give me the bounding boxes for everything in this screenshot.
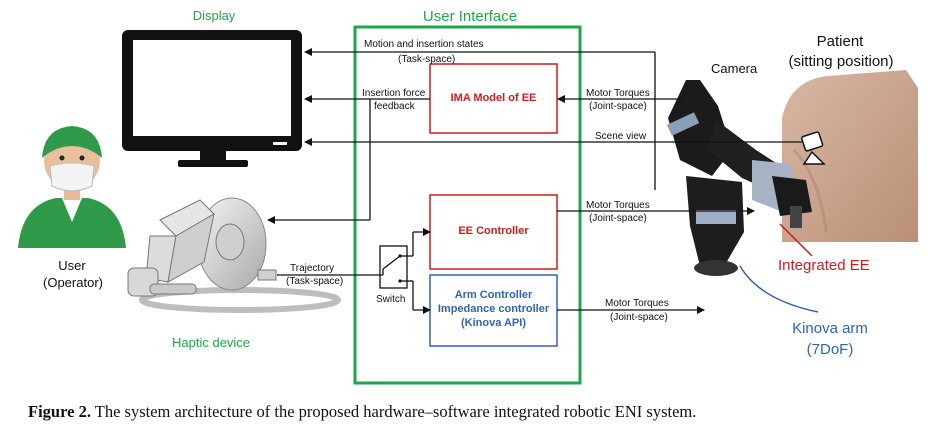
haptic-device-icon — [127, 197, 341, 313]
integrated-ee-label: Integrated EE — [778, 257, 870, 274]
signal-lines — [267, 48, 802, 314]
kinova-arm-label: Kinova arm — [792, 320, 868, 337]
integrated-ee-pointer — [779, 223, 813, 257]
patient-torso-image — [782, 70, 918, 242]
user-interface-label: User Interface — [422, 8, 518, 25]
camera-label: Camera — [711, 61, 758, 76]
switch-box — [379, 245, 408, 289]
user-role-label: (Operator) — [43, 275, 103, 290]
ee-controller-text: EE Controller — [458, 225, 529, 237]
ee-controller-block — [429, 194, 558, 270]
kinova-arm-image — [666, 80, 812, 276]
operator-avatar-icon — [18, 126, 126, 248]
display-label: Display — [192, 8, 236, 23]
trajectory-text: Trajectory — [290, 263, 335, 274]
arm-controller-line3: (Kinova API) — [461, 317, 526, 329]
display-monitor-icon — [122, 30, 302, 167]
user-label: User — [58, 258, 86, 273]
scene-view-text: Scene view — [595, 131, 647, 142]
motor-torques-ee-space-text: (Joint-space) — [589, 213, 647, 224]
switch-label: Switch — [376, 294, 406, 305]
caption-prefix: Figure 2. — [28, 402, 91, 421]
ima-model-text: IMA Model of EE — [450, 92, 537, 104]
ima-model-block — [429, 63, 558, 134]
arm-controller-line1: Arm Controller — [454, 289, 533, 301]
figure-caption: Figure 2. The system architecture of the… — [28, 402, 696, 422]
camera-icon — [801, 131, 826, 165]
motion-states-space-text: (Task-space) — [398, 54, 456, 65]
arm-controller-block — [429, 274, 558, 347]
insertion-force-text-2: feedback — [374, 101, 415, 112]
motor-torques-ee-text: Motor Torques — [586, 200, 650, 211]
motor-torques-ima-text: Motor Torques — [586, 88, 650, 99]
patient-position-label: (sitting position) — [788, 53, 894, 70]
user-interface-box — [353, 25, 582, 385]
trajectory-space-text: (Task-space) — [286, 276, 344, 287]
motor-torques-arm-space-text: (Joint-space) — [610, 312, 668, 323]
motor-torques-arm-text: Motor Torques — [605, 298, 669, 309]
haptic-device-label: Haptic device — [172, 335, 251, 350]
motor-torques-ima-space-text: (Joint-space) — [589, 101, 647, 112]
motion-states-text: Motion and insertion states — [364, 39, 484, 50]
kinova-arm-pointer — [739, 265, 819, 313]
insertion-force-text: Insertion force — [362, 88, 426, 99]
caption-text: The system architecture of the proposed … — [90, 402, 697, 421]
patient-label: Patient — [816, 33, 864, 50]
kinova-dof-label: (7DoF) — [806, 341, 854, 358]
arm-controller-line2: Impedance controller — [437, 303, 550, 315]
